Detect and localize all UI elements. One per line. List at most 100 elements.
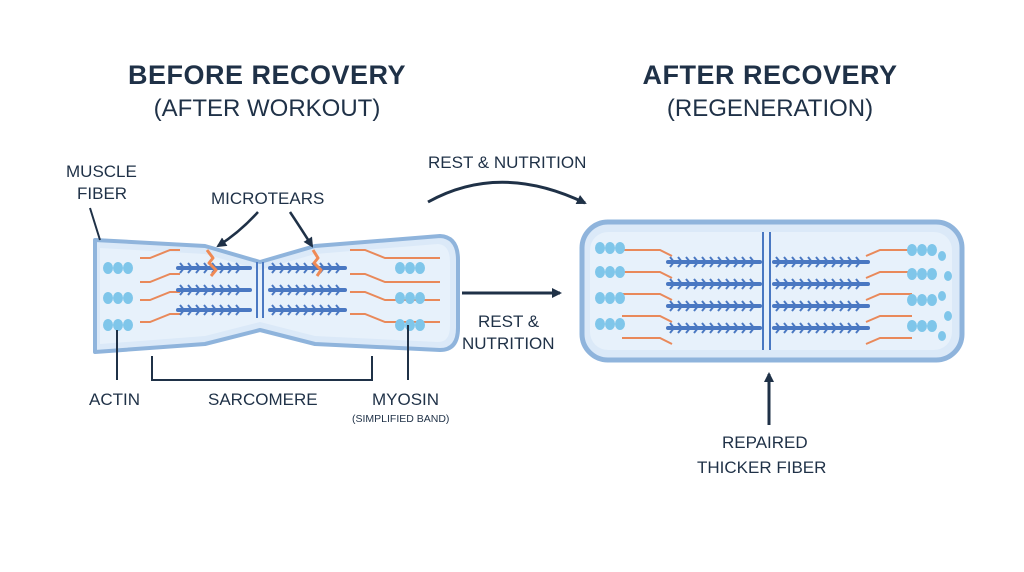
myosin-band-after-left-head: [685, 300, 691, 312]
myosin-band-before-right-head: [335, 304, 341, 316]
myosin-band-after-left-head: [709, 278, 715, 290]
myosin-band-after-left-head: [709, 322, 715, 334]
myosin-band-before-left-head: [187, 262, 193, 274]
myosin-band-after-left-head: [717, 322, 723, 334]
myosin-band-before-left-head: [219, 304, 225, 316]
top-transition-arrow: [427, 180, 587, 205]
myosin-band-before-right-head: [295, 284, 301, 296]
nucleus-after-left: [615, 242, 625, 254]
myosin-band-before-right-head: [279, 262, 285, 274]
myosin-band-after-right-head: [815, 322, 821, 334]
myosin-band-after-right-head: [799, 300, 805, 312]
myosin-band-after-left-head: [709, 256, 715, 268]
actin-filament-after-right: [865, 249, 912, 257]
myosin-band-after-left-head: [669, 278, 675, 290]
myosin-band-after-right-head: [823, 256, 829, 268]
sarcomere-label: SARCOMERE: [208, 390, 318, 409]
nucleus-after-left: [595, 242, 605, 254]
nucleus-before-right: [415, 319, 425, 331]
microtear-left: [205, 249, 218, 277]
actin-filaments-after: [622, 249, 912, 345]
myosin-band-before-left-head: [211, 304, 217, 316]
myosin-band-after-left-head: [749, 256, 755, 268]
nucleus-after-end: [938, 251, 946, 261]
myosin-band-after-right-head: [855, 300, 861, 312]
nucleus-after-end: [944, 311, 952, 321]
myosin-band-after-right-head: [855, 322, 861, 334]
myosin-band-before-left-head: [195, 262, 201, 274]
nucleus-before-left: [113, 262, 123, 274]
myosin-band-before-left-head: [227, 304, 233, 316]
myosin-band-after-right-head: [847, 278, 853, 290]
myosin-band-after-left-head: [733, 256, 739, 268]
myosin-band-after-right-head: [815, 256, 821, 268]
nucleus-after-right: [927, 244, 937, 256]
myosin-band-before-left-head: [187, 304, 193, 316]
myosin-band-after-right-head: [775, 278, 781, 290]
myosin-band-after-right-head: [791, 256, 797, 268]
myosin-band-after-left-head: [669, 300, 675, 312]
myosin-band-after-right-head: [847, 256, 853, 268]
myosin-band-before-right-head: [319, 284, 325, 296]
actin-filament-after-right: [865, 315, 912, 323]
nucleus-after-left: [605, 266, 615, 278]
myosin-band-before-right-head: [271, 284, 277, 296]
nucleus-before-left: [123, 262, 133, 274]
myosin-band-before-right-head: [335, 284, 341, 296]
myosin-band-after-left-head: [677, 278, 683, 290]
myosin-band-after-right-head: [847, 322, 853, 334]
nucleus-before-right: [395, 319, 405, 331]
myosin-band-before-right-head: [287, 304, 293, 316]
nuclei-after: [595, 242, 952, 341]
myosin-band-after-left-head: [701, 300, 707, 312]
actin-filament-before-right: [350, 249, 440, 259]
myosin-band-after-right-head: [831, 322, 837, 334]
myosin-band-before-right-head: [295, 262, 301, 274]
myosin-band-after-left-head: [741, 322, 747, 334]
myosin-band-after-right-head: [799, 322, 805, 334]
nucleus-after-left: [605, 292, 615, 304]
myosin-band-after-left-head: [701, 322, 707, 334]
actin-filament-before-left: [140, 249, 180, 259]
nucleus-before-left: [103, 262, 113, 274]
myosin-band-after-left-head: [701, 278, 707, 290]
rest-nutrition-middle-line1: REST &: [478, 312, 540, 331]
after-title: AFTER RECOVERY: [642, 60, 898, 90]
myosin-band-after-left-head: [709, 300, 715, 312]
nucleus-after-right: [917, 268, 927, 280]
myosin-band-before-left-head: [219, 262, 225, 274]
myosin-band-before-left-head: [227, 284, 233, 296]
nucleus-before-right: [395, 262, 405, 274]
myosin-band-after-left-head: [725, 256, 731, 268]
myosin-band-after-left-head: [693, 322, 699, 334]
nucleus-after-left: [615, 318, 625, 330]
nucleus-after-left: [605, 242, 615, 254]
myosin-bands-after: [666, 256, 870, 334]
nucleus-after-left: [595, 292, 605, 304]
after-subtitle: (REGENERATION): [666, 95, 874, 122]
myosin-band-after-left-head: [749, 300, 755, 312]
nucleus-before-left: [103, 292, 113, 304]
myosin-band-after-left-head: [677, 322, 683, 334]
myosin-band-before-right-head: [303, 284, 309, 296]
myosin-band-after-left-head: [725, 300, 731, 312]
myosin-band-after-left-head: [725, 322, 731, 334]
myosin-band-after-right-head: [807, 322, 813, 334]
microtears-arrow-right: [288, 211, 314, 248]
myosin-band-after-right-head: [831, 300, 837, 312]
myosin-band-after-right-head: [783, 300, 789, 312]
myosin-band-after-left-head: [677, 256, 683, 268]
nucleus-after-right: [927, 320, 937, 332]
myosin-band-after-left-head: [741, 256, 747, 268]
nucleus-before-right: [405, 292, 415, 304]
actin-label: ACTIN: [89, 390, 140, 409]
myosin-band-after-right-head: [815, 300, 821, 312]
nucleus-before-left: [103, 319, 113, 331]
actin-filament-before-left: [140, 291, 180, 301]
myosin-band-after-right-head: [815, 278, 821, 290]
myosin-band-before-left-head: [203, 262, 209, 274]
myosin-band-after-right-head: [831, 256, 837, 268]
nucleus-before-left: [113, 292, 123, 304]
actin-filament-after-right: [865, 271, 912, 279]
